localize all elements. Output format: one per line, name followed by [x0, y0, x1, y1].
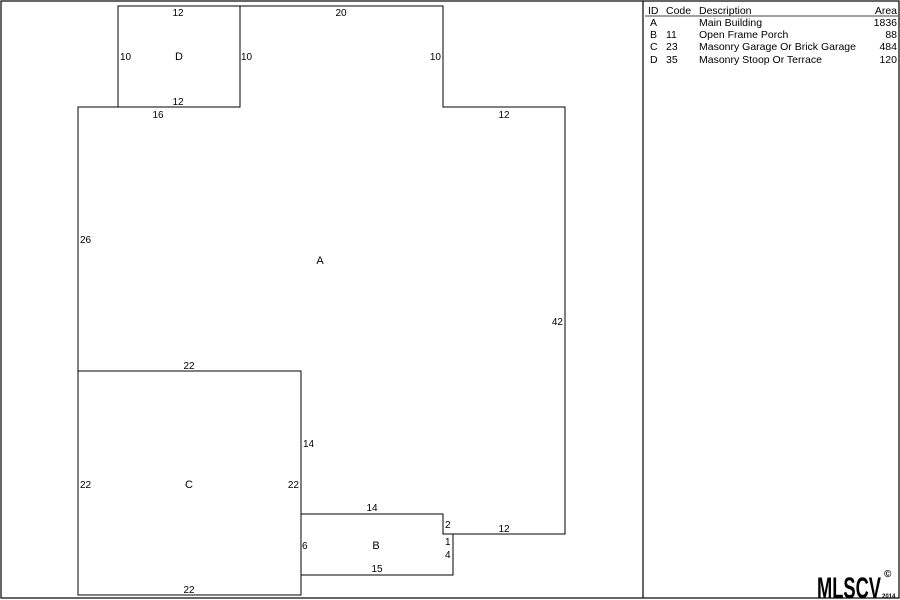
table-row: B 11 Open Frame Porch 88	[650, 29, 897, 41]
table-cell-id: B	[650, 29, 657, 41]
table-cell-area: 120	[879, 54, 897, 66]
dim-b-bottom: 15	[371, 564, 383, 575]
table-header-area: Area	[875, 5, 897, 17]
table-row: D 35 Masonry Stoop Or Terrace 120	[650, 54, 897, 66]
table-cell-description: Masonry Stoop Or Terrace	[699, 54, 822, 66]
area-c-id: C	[185, 479, 193, 491]
table-cell-area: 484	[879, 41, 897, 53]
dim-c-left: 22	[80, 480, 92, 491]
table-row: A Main Building 1836	[650, 17, 897, 29]
dim-a-bottom-right: 12	[498, 524, 510, 535]
dim-b-right: 4	[445, 550, 451, 561]
dim-a-top-left: 16	[152, 110, 164, 121]
area-b-outline	[300, 513, 454, 576]
table-cell-code: 11	[666, 29, 677, 41]
table-cell-description: Main Building	[699, 17, 762, 29]
dim-a-inner-vertical: 14	[303, 439, 315, 450]
dim-a-upper-left: 10	[241, 52, 253, 63]
area-d-outline	[117, 5, 241, 108]
mlscv-logo: MLSCV © 2014	[817, 569, 896, 600]
logo-year: 2014	[882, 594, 896, 600]
table-row: C 23 Masonry Garage Or Brick Garage 484	[650, 41, 897, 53]
area-a-id: A	[316, 255, 324, 267]
area-b-id: B	[372, 540, 379, 552]
table-cell-code: 35	[666, 54, 678, 66]
table-cell-id: A	[650, 17, 657, 29]
table-header-description: Description	[699, 5, 752, 17]
table-cell-area: 88	[885, 29, 897, 41]
table-header-code: Code	[666, 5, 691, 17]
table-cell-id: C	[650, 41, 658, 53]
dim-a-upper-top: 20	[335, 8, 347, 19]
dim-b-left: 6	[302, 541, 308, 552]
dim-d-top: 12	[172, 8, 184, 19]
dim-a-garage-top: 22	[183, 361, 195, 372]
dim-c-right: 22	[288, 480, 300, 491]
dim-d-left: 10	[120, 52, 132, 63]
area-legend-table: ID Code Description Area A Main Building…	[645, 5, 898, 66]
area-d-id: D	[175, 51, 183, 63]
dim-a-porch-top: 14	[366, 503, 378, 514]
area-c-outline	[77, 370, 302, 596]
dim-a-top-right: 12	[498, 110, 510, 121]
table-cell-area: 1836	[874, 17, 898, 29]
dim-a-left: 26	[80, 235, 92, 246]
dim-a-right: 42	[552, 317, 564, 328]
logo-wordmark: MLSCV	[817, 572, 881, 600]
dim-d-bottom: 12	[172, 97, 184, 108]
logo-copyright: ©	[884, 569, 892, 580]
table-cell-id: D	[650, 54, 658, 66]
area-a-outline	[77, 5, 566, 535]
dim-b-step: 1	[445, 537, 451, 548]
dim-a-step: 2	[445, 520, 451, 531]
table-cell-description: Masonry Garage Or Brick Garage	[699, 41, 856, 53]
dim-c-bottom: 22	[183, 585, 195, 596]
table-cell-description: Open Frame Porch	[699, 29, 788, 41]
dim-a-upper-right: 10	[430, 52, 442, 63]
table-header-id: ID	[648, 5, 659, 17]
table-cell-code: 23	[666, 41, 678, 53]
